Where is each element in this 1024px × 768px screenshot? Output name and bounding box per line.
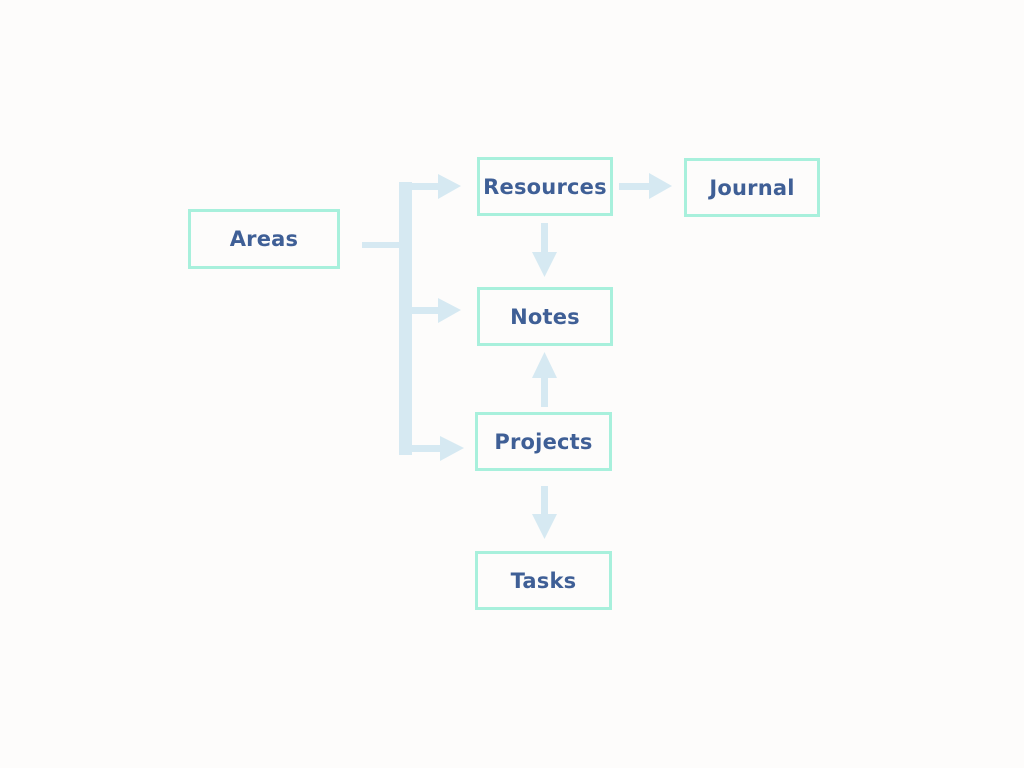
connector-areas-stub	[362, 242, 400, 248]
arrow-resources-to-notes	[532, 223, 557, 277]
node-areas: Areas	[188, 209, 340, 269]
arrow-areas-to-notes	[410, 298, 461, 323]
node-journal: Journal	[684, 158, 820, 217]
arrow-projects-to-notes	[532, 352, 557, 407]
arrow-areas-to-resources	[410, 174, 461, 199]
arrow-projects-to-tasks	[532, 486, 557, 539]
node-journal-label: Journal	[709, 175, 795, 200]
node-projects-label: Projects	[494, 429, 593, 454]
node-tasks-label: Tasks	[510, 568, 577, 593]
node-tasks: Tasks	[475, 551, 612, 610]
node-resources: Resources	[477, 157, 613, 216]
node-notes: Notes	[477, 287, 613, 346]
node-notes-label: Notes	[510, 304, 580, 329]
node-projects: Projects	[475, 412, 612, 471]
node-areas-label: Areas	[229, 227, 299, 251]
arrow-resources-to-journal	[619, 173, 672, 199]
node-resources-label: Resources	[483, 174, 607, 199]
connector-trunk	[399, 182, 412, 455]
arrow-areas-to-projects	[410, 436, 464, 461]
